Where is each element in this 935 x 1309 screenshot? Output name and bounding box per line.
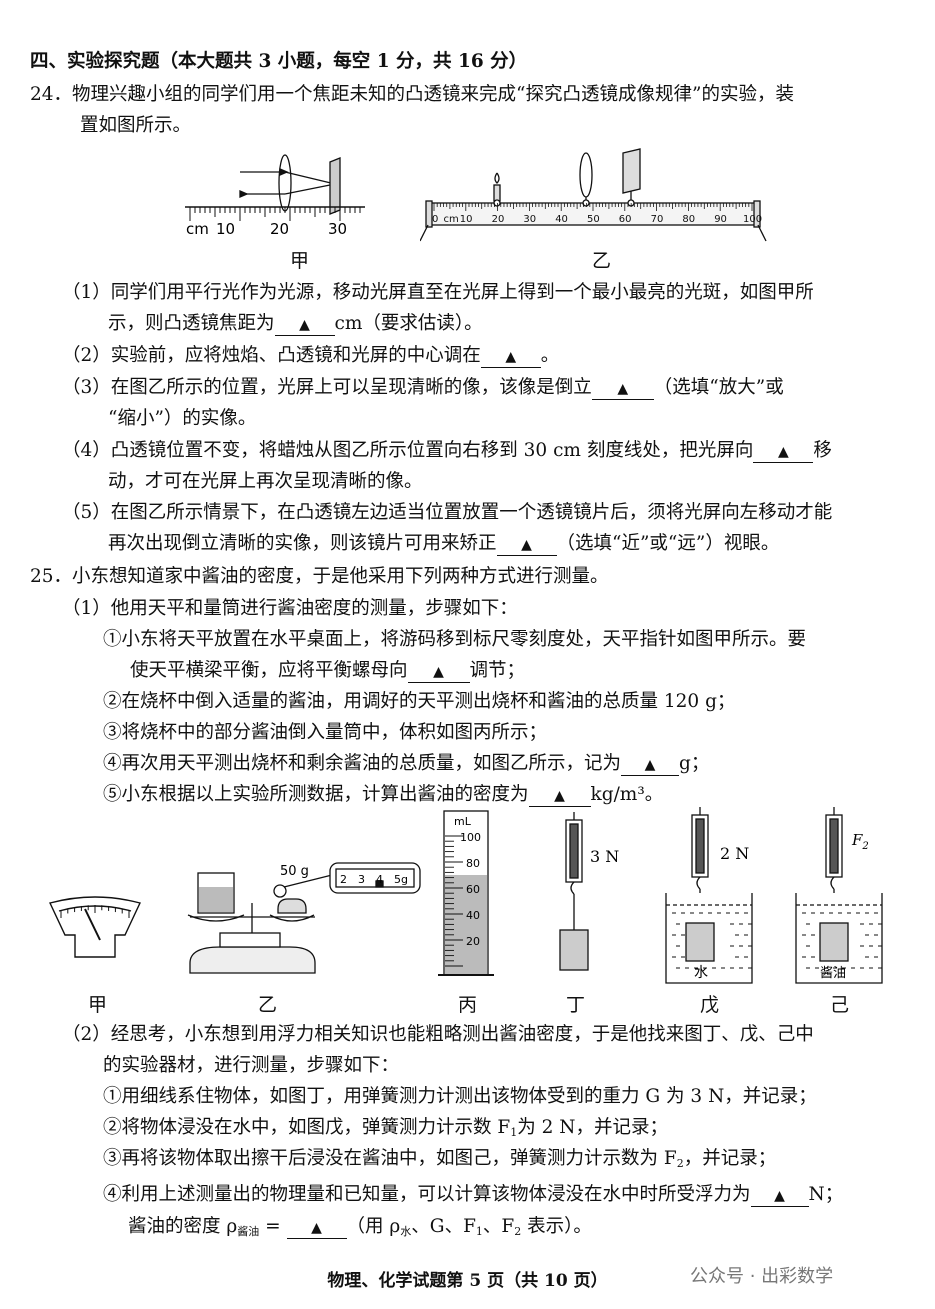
- q24-intro-line2: 置如图所示。: [80, 115, 192, 136]
- answer-blank-screen-direction[interactable]: ▲: [753, 441, 814, 463]
- q25-intro: 25．小东想知道家中酱油的密度，于是他采用下列两种方式进行测量。: [30, 566, 609, 587]
- q25-task1: ①用细线系住物体，如图丁，用弹簧测力计测出该物体受到的重力 G 为 3 N，并记…: [103, 1086, 817, 1107]
- cylinder-tick-20: 20: [466, 935, 480, 948]
- cylinder-unit: mL: [454, 815, 472, 828]
- figure-label-wu: 戊: [700, 994, 720, 1016]
- rider-scale-5g: 5g: [394, 873, 408, 886]
- figure-25-wu-in-water: 2 N 水: [665, 807, 753, 984]
- q24-part3-line1: （3）在图乙所示的位置，光屏上可以呈现清晰的像，该像是倒立▲（选填“放大”或: [62, 377, 784, 400]
- q25-step3: ③将烧杯中的部分酱油倒入量筒中，体积如图丙所示；: [103, 722, 548, 743]
- q24-part4-line1: （4）凸透镜位置不变，将蜡烛从图乙所示位置向右移到 30 cm 刻度线处，把光屏…: [62, 440, 832, 463]
- bench-label: 60: [619, 214, 632, 225]
- answer-blank-nut-direction[interactable]: ▲: [407, 661, 470, 683]
- q25-step5: ⑤小东根据以上实验所测数据，计算出酱油的密度为▲kg/m³。: [103, 784, 664, 807]
- bench-label: 0: [432, 214, 438, 225]
- q25-step4: ④再次用天平测出烧杯和剩余酱油的总质量，如图乙所示，记为▲g；: [103, 753, 710, 776]
- force-label-ji-sub: 2: [861, 841, 868, 852]
- section-title: 四、实验探究题（本大题共 3 小题，每空 1 分，共 16 分）: [30, 51, 528, 72]
- figure-label-yi-24: 乙: [592, 250, 612, 272]
- bench-label: 40: [555, 214, 568, 225]
- figure-label-yi-25: 乙: [258, 994, 278, 1016]
- cylinder-tick-80: 80: [466, 857, 480, 870]
- answer-blank-center-height[interactable]: ▲: [480, 346, 541, 368]
- bench-label: 80: [682, 214, 695, 225]
- rider-scale-3: 3: [358, 873, 365, 886]
- cylinder-tick-40: 40: [466, 909, 480, 922]
- figure-25-yi-balance: 50 g 2 3 4 5g: [187, 862, 421, 974]
- figure-25-bing-cylinder: mL 100 80 60 40 20: [438, 810, 494, 976]
- bench-label: 10: [460, 214, 473, 225]
- force-label-ji: F: [851, 831, 863, 849]
- bench-label: cm: [444, 214, 459, 225]
- q25-part1: （1）他用天平和量筒进行酱油密度的测量，步骤如下：: [62, 598, 518, 619]
- answer-blank-eye-correction[interactable]: ▲: [496, 534, 557, 556]
- force-reading-ding: 3 N: [590, 847, 619, 866]
- figure-label-jia-24: 甲: [290, 250, 310, 272]
- q25-task4: ④利用上述测量出的物理量和已知量，可以计算该物体浸没在水中时所受浮力为▲N；: [103, 1184, 844, 1207]
- page-footer: 物理、化学试题第 5 页（共 10 页）: [327, 1271, 608, 1291]
- q25-part2-line2: 的实验器材，进行测量，步骤如下：: [103, 1055, 400, 1076]
- cylinder-tick-100: 100: [460, 831, 481, 844]
- rider-scale-4: 4: [376, 873, 383, 886]
- bench-label: 50: [587, 214, 600, 225]
- q24-part5-line2: 再次出现倒立清晰的实像，则该镜片可用来矫正▲（选填“近”或“远”）视眼。: [108, 533, 780, 556]
- force-reading-wu: 2 N: [720, 844, 749, 863]
- liquid-label-soy-sauce: 酱油: [820, 966, 846, 981]
- q25-part2-line1: （2）经思考，小东想到用浮力相关知识也能粗略测出酱油密度，于是他找来图丁、戊、己…: [62, 1024, 814, 1045]
- q24-intro-line1: 24．物理兴趣小组的同学们用一个焦距未知的凸透镜来完成“探究凸透镜成像规律”的实…: [30, 84, 794, 105]
- figure-25-ding-spring-scale: 3 N: [559, 812, 619, 971]
- ruler-jia-label-30: 30: [328, 220, 347, 238]
- q25-step1-line1: ①小东将天平放置在水平桌面上，将游码移到标尺零刻度处，天平指针如图甲所示。要: [103, 629, 807, 650]
- figure-24-jia: cm 10 20 30: [185, 154, 365, 238]
- bench-label: 70: [651, 214, 664, 225]
- ruler-jia-label-20: 20: [270, 220, 289, 238]
- q24-part3-line2: “缩小”）的实像。: [108, 408, 257, 429]
- answer-blank-focal-length[interactable]: ▲: [274, 314, 335, 336]
- ruler-jia-label-cm: cm: [186, 220, 209, 238]
- watermark: 公众号 · 出彩数学: [690, 1266, 834, 1287]
- q25-task3: ③再将该物体取出擦干后浸没在酱油中，如图己，弹簧测力计示数为 F2，并记录；: [103, 1148, 777, 1170]
- bench-label: 20: [492, 214, 505, 225]
- q24-part1-line1: （1）同学们用平行光作为光源，移动光屏直至在光屏上得到一个最小最亮的光斑，如图甲…: [62, 282, 814, 303]
- q24-part4-line2: 动，才可在光屏上再次呈现清晰的像。: [108, 471, 423, 492]
- weight-50g-label: 50 g: [280, 864, 309, 879]
- q24-part1-line2: 示，则凸透镜焦距为▲cm（要求估读）。: [108, 313, 483, 336]
- rider-scale-2: 2: [340, 873, 347, 886]
- answer-blank-buoyancy[interactable]: ▲: [750, 1185, 809, 1207]
- bench-label: 30: [523, 214, 536, 225]
- bench-label: 100: [743, 214, 762, 225]
- ruler-jia-label-10: 10: [216, 220, 235, 238]
- q25-task2: ②将物体浸没在水中，如图戊，弹簧测力计示数 F1为 2 N，并记录；: [103, 1117, 668, 1139]
- answer-blank-image-size[interactable]: ▲: [591, 378, 654, 400]
- figure-label-jia-25: 甲: [88, 994, 108, 1016]
- q24-part2: （2）实验前，应将烛焰、凸透镜和光屏的中心调在▲。: [62, 345, 560, 368]
- figure-25-jia-pointer-scale: [49, 896, 141, 958]
- figure-label-ding: 丁: [566, 994, 586, 1016]
- liquid-label-water: 水: [694, 965, 708, 981]
- answer-blank-remaining-mass[interactable]: ▲: [621, 754, 680, 776]
- q25-step2: ②在烧杯中倒入适量的酱油，用调好的天平测出烧杯和酱油的总质量 120 g；: [103, 691, 736, 712]
- figure-label-bing: 丙: [458, 994, 478, 1016]
- figure-label-ji: 己: [830, 994, 850, 1016]
- cylinder-tick-60: 60: [466, 883, 480, 896]
- bench-label: 90: [714, 214, 727, 225]
- q24-part5-line1: （5）在图乙所示情景下，在凸透镜左边适当位置放置一个透镜镜片后，须将光屏向左移动…: [62, 502, 833, 523]
- answer-blank-density[interactable]: ▲: [528, 785, 591, 807]
- figure-25-ji-in-soy-sauce: F2 酱油: [795, 807, 883, 984]
- svg-text:F2: F2: [851, 831, 869, 852]
- q25-step1-line2: 使天平横梁平衡，应将平衡螺母向▲调节；: [130, 660, 526, 683]
- q25-task5: 酱油的密度 ρ酱油 = ▲（用 ρ水、G、F1、F2 表示）。: [128, 1216, 592, 1239]
- answer-blank-soy-density[interactable]: ▲: [286, 1217, 347, 1239]
